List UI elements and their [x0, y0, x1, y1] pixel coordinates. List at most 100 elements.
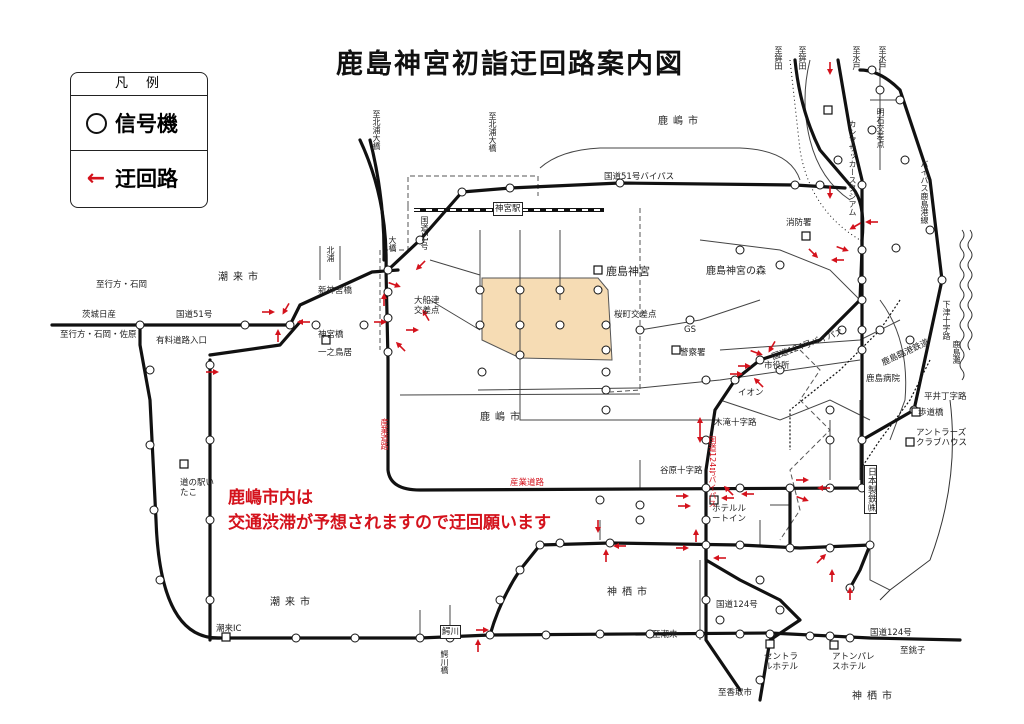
label-hotel-route-inn: ホテルルートイン [712, 504, 747, 524]
detour-arrow [836, 245, 849, 252]
signal-circle [415, 633, 425, 643]
signal-circle [495, 595, 505, 605]
label-yatsuhara: 谷原十字路 [660, 466, 703, 476]
detour-arrow [422, 309, 430, 322]
detour-arrow [374, 319, 387, 325]
label-to-namegata: 至行方・石岡 [96, 280, 148, 290]
detour-arrow [388, 281, 401, 288]
detour-arrow [738, 363, 751, 369]
signal-circle [785, 543, 795, 553]
detour-arrow [415, 260, 426, 271]
detour-arrow [796, 495, 809, 502]
label-to-mito: 至水戸 [852, 46, 861, 70]
signal-circle [857, 295, 867, 305]
signal-circle [755, 675, 765, 685]
signal-circle [383, 287, 393, 297]
label-to-choshi: 至銚子 [900, 646, 926, 656]
label-to-kitaura-bridge: 至北浦大橋 [372, 110, 381, 150]
label-steel: 日本製鉄㈱ [864, 465, 877, 514]
signal-circle [155, 575, 165, 585]
label-antlers: アントラーズクラブハウス [916, 428, 968, 448]
detour-arrow [693, 529, 699, 542]
signal-circle [555, 320, 565, 330]
signal-circle [867, 65, 877, 75]
signal-circle [775, 260, 785, 270]
label-to-namegata-sawara: 至行方・石岡・佐原 [60, 330, 137, 340]
ichinotorii-icon [321, 335, 331, 345]
signal-circle [505, 183, 515, 193]
station-box-icon [179, 459, 189, 469]
detour-arrow [741, 491, 754, 497]
label-to-katori: 至香取市 [718, 688, 753, 698]
signal-circle [685, 315, 695, 325]
label-shingu-bridge: 新神宮橋 [318, 286, 353, 296]
detour-arrow [262, 309, 275, 315]
signal-circle [645, 629, 655, 639]
signal-circle [535, 540, 545, 550]
signal-circle [515, 350, 525, 360]
signal-circle [775, 365, 785, 375]
signal-circle [555, 285, 565, 295]
label-kitaki: 木滝十字路 [714, 418, 757, 428]
signal-circle [857, 180, 867, 190]
detour-arrow [603, 549, 609, 562]
label-ichinotorii: 一之鳥居 [318, 348, 353, 358]
signal-circle [891, 243, 901, 253]
label-stadium: カシマサッカースタジアム [848, 120, 857, 216]
signal-circle [515, 565, 525, 575]
signal-circle [149, 505, 159, 515]
legend-detour-label: 迂回路 [115, 167, 178, 191]
label-sangyo-road-v: 産業道路 [380, 418, 389, 450]
label-fire-station: 消防署 [786, 218, 812, 228]
signal-circle [145, 440, 155, 450]
city-itako-north: 潮来市 [218, 272, 263, 283]
legend-signal-label: 信号機 [115, 112, 178, 136]
city-kamisu-center: 神栖市 [607, 587, 652, 598]
signal-circle [937, 275, 947, 285]
signal-circle [900, 155, 910, 165]
notice-line-2: 交通渋滞が予想されますので迂回願います [228, 513, 551, 533]
detour-arrow [381, 293, 387, 306]
signal-circle [825, 543, 835, 553]
signal-circle [867, 125, 877, 135]
signal-circle [785, 483, 795, 493]
signal-circle [135, 320, 145, 330]
signal-circle [291, 633, 301, 643]
label-akeishi: 明石交差点 [876, 108, 885, 148]
label-sakura-machi: 桜町交差点 [614, 310, 657, 320]
signal-circle [825, 631, 835, 641]
main-roads [50, 58, 962, 702]
label-ibaraki-nissan: 茨城日産 [82, 310, 117, 320]
signal-circle [837, 325, 847, 335]
signal-circle [875, 85, 885, 95]
signal-circle [205, 360, 215, 370]
signal-circle [735, 540, 745, 550]
label-jingu-bridge: 神宮橋 [318, 330, 344, 340]
label-station-itako: 道の駅いたこ [180, 478, 215, 498]
signal-circle [845, 633, 855, 643]
label-to-hokota-2: 至鉾田 [798, 46, 807, 70]
signal-circle [515, 320, 525, 330]
signal-circle [925, 225, 935, 235]
label-yubiki-bridge: 鰐川橋 [440, 650, 449, 674]
city-kashima-center: 鹿嶋市 [480, 412, 525, 423]
signal-circle [555, 538, 565, 548]
detour-arrow [595, 520, 601, 533]
signal-circle [701, 483, 711, 493]
signal-circle [905, 335, 915, 345]
signal-circle [857, 245, 867, 255]
detour-arrow-icon: ← [86, 165, 106, 191]
signal-circle [605, 538, 615, 548]
label-kashima-nada: 鹿島灘 [952, 340, 961, 364]
signal-circle [857, 345, 867, 355]
signal-circle [701, 435, 711, 445]
central-hotel-icon [765, 639, 775, 649]
detour-arrow [808, 248, 819, 259]
signal-circle [735, 245, 745, 255]
fire-station-icon [801, 231, 811, 241]
signal-circle [359, 320, 369, 330]
legend-heading: 凡例 [71, 73, 207, 96]
notice-line-1: 鹿嶋市内は [228, 488, 313, 508]
detour-arrow [406, 327, 419, 333]
